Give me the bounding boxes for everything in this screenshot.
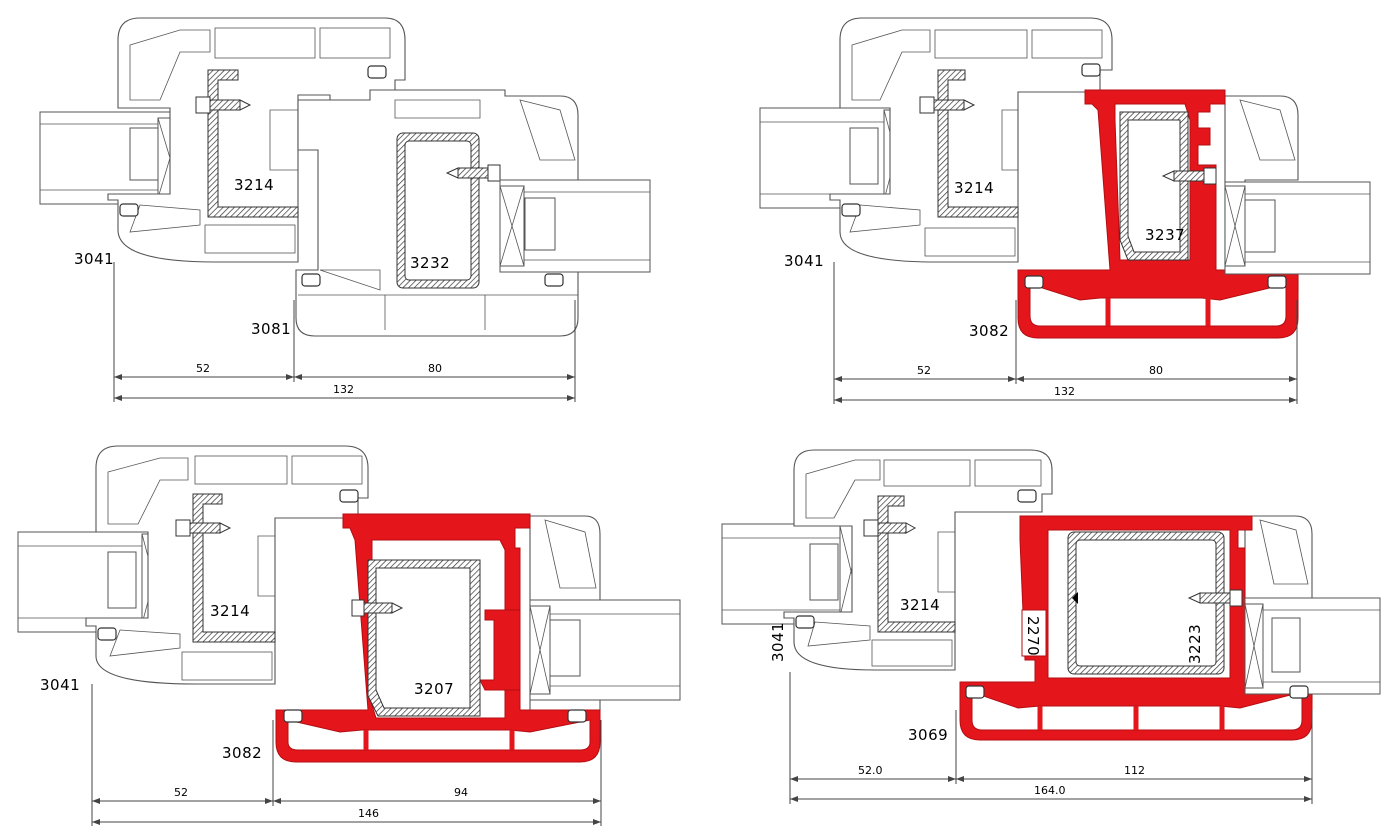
section-drawing: 3041 3214 3207 3082 52 94 146 [17, 445, 681, 826]
label-mullion: 3069 [908, 726, 948, 744]
label-frame: 3041 [784, 252, 824, 270]
gasket [1024, 275, 1044, 289]
panel-bottom-right: 3041 3214 3223 2270 3069 52.0 112 164.0 [700, 420, 1400, 833]
dimension-total: 164.0 [1034, 784, 1066, 797]
glazing-left [17, 531, 167, 633]
glazing-right [529, 599, 681, 701]
dimension-total: 132 [1054, 385, 1075, 398]
gasket [367, 65, 387, 79]
label-mullion: 3081 [251, 320, 291, 338]
section-drawing: 3041 3214 3223 2270 3069 52.0 112 164.0 [721, 449, 1381, 804]
glazing-left [39, 111, 183, 205]
gasket [795, 615, 815, 629]
gasket [339, 489, 359, 503]
section-drawing: 3041 3214 3237 3082 52 80 132 [759, 17, 1371, 404]
label-reinforcement-left: 3214 [954, 179, 994, 197]
dimension-left: 52 [917, 364, 931, 377]
label-mullion: 3082 [969, 322, 1009, 340]
dimension-left: 52 [196, 362, 210, 375]
gasket [283, 709, 303, 723]
dimension-lines [789, 672, 1313, 804]
dimension-lines [91, 684, 602, 826]
screw-icon [1161, 167, 1217, 185]
panel-top-left: 3041 3214 3232 3081 52 80 132 [0, 0, 700, 416]
steel-reinforcement-left [207, 69, 299, 218]
dimension-total: 132 [333, 383, 354, 396]
screw-icon [351, 599, 404, 617]
label-reinforcement-right: 3207 [414, 680, 454, 698]
dimension-right: 80 [428, 362, 442, 375]
glazing-left [721, 523, 863, 625]
screw-icon [1187, 589, 1243, 607]
gasket [567, 709, 587, 723]
glazing-right [1244, 597, 1381, 695]
label-reinforcement-right: 3237 [1145, 226, 1185, 244]
steel-reinforcement-left [192, 493, 276, 643]
label-frame: 3041 [74, 250, 114, 268]
dimension-lines [113, 262, 576, 402]
steel-reinforcement-left [937, 69, 1019, 218]
label-frame: 3041 [769, 622, 787, 662]
gasket [841, 203, 861, 217]
label-reinforcement-right: 3232 [410, 254, 450, 272]
frame-profile-left [783, 449, 1053, 671]
dimension-right: 112 [1124, 764, 1145, 777]
label-reinforcement-right: 3223 [1186, 624, 1204, 664]
gasket [97, 627, 117, 641]
label-mullion: 3082 [222, 744, 262, 762]
label-frame: 3041 [40, 676, 80, 694]
glazing-right [499, 179, 651, 273]
screw-icon [863, 519, 917, 537]
gasket [544, 273, 564, 287]
gasket [1289, 685, 1309, 699]
steel-reinforcement-left [877, 495, 956, 633]
gasket [1267, 275, 1287, 289]
gasket [119, 203, 139, 217]
glazing-left [759, 107, 909, 209]
dimension-total: 146 [358, 807, 379, 820]
screw-icon [195, 96, 252, 114]
screw-icon [175, 519, 232, 537]
frame-profile-left [85, 445, 369, 685]
frame-profile-left [829, 17, 1113, 263]
panel-bottom-left: 3041 3214 3207 3082 52 94 146 [0, 420, 700, 833]
dimension-lines [833, 262, 1298, 404]
dimension-right: 94 [454, 786, 468, 799]
panel-top-right: 3041 3214 3237 3082 52 80 132 [720, 0, 1400, 416]
dimension-left: 52.0 [858, 764, 883, 777]
label-reinforcement-left: 3214 [234, 176, 274, 194]
dimension-left: 52 [174, 786, 188, 799]
screw-icon [919, 96, 976, 114]
label-reinforcement-left: 3214 [210, 602, 250, 620]
label-reinforcement-left: 3214 [900, 596, 940, 614]
glazing-right [1224, 181, 1371, 275]
section-drawing: 3041 3214 3232 3081 52 80 132 [39, 17, 651, 402]
gasket [301, 273, 321, 287]
label-insert: 2270 [1024, 616, 1042, 656]
gasket [1017, 489, 1037, 503]
screw-icon [445, 164, 501, 182]
gasket [1081, 63, 1101, 77]
dimension-right: 80 [1149, 364, 1163, 377]
gasket [965, 685, 985, 699]
